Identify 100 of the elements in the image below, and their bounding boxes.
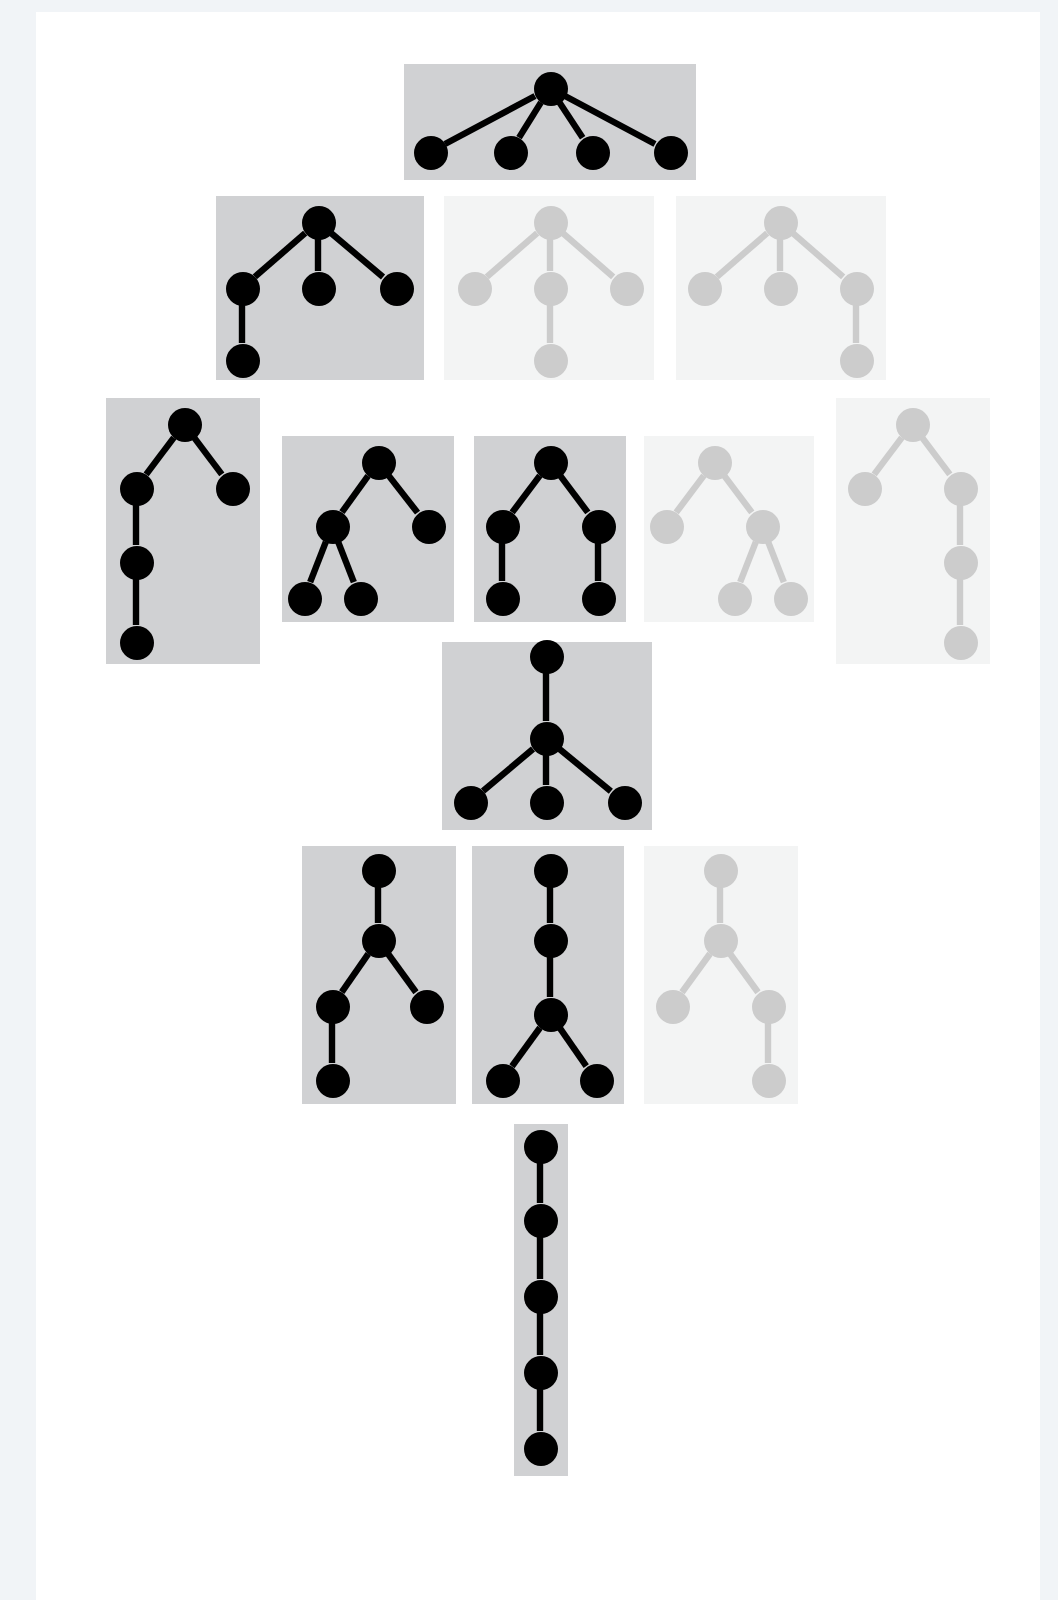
tree-vertex — [225, 343, 259, 377]
tree-vertex — [167, 407, 201, 441]
tree-vertex — [485, 581, 519, 615]
tree-vertex — [839, 343, 873, 377]
tree-edge — [546, 305, 554, 343]
tree-edge — [776, 239, 784, 271]
tree-edge — [314, 239, 322, 271]
tree-vertex — [533, 71, 567, 105]
tree-edge — [716, 887, 724, 923]
tree-edge — [563, 93, 657, 147]
tree-vertex — [943, 545, 977, 579]
tree-edge — [557, 473, 591, 515]
tree-edge — [339, 473, 371, 515]
tree-vertex — [315, 1063, 349, 1097]
tree-edge — [557, 1026, 589, 1068]
tree-vertex — [943, 471, 977, 505]
tree-edge — [307, 540, 329, 584]
tree-vertex — [533, 923, 567, 957]
tree-vertex — [523, 1431, 557, 1465]
tree-vertex — [529, 721, 563, 755]
tree-vertex — [119, 471, 153, 505]
tree-panel — [676, 196, 886, 380]
tree-vertex — [575, 135, 609, 169]
tree-vertex — [649, 509, 683, 543]
tree-vertex — [895, 407, 929, 441]
tree-edge — [790, 230, 846, 280]
tree-vertex — [361, 923, 395, 957]
tree-vertex — [773, 581, 807, 615]
tree-edge — [557, 746, 613, 794]
tree-edge — [871, 435, 905, 477]
tree-edge — [560, 230, 616, 280]
tree-vertex — [119, 625, 153, 659]
tree-vertex — [745, 509, 779, 543]
tree-edge — [546, 887, 554, 923]
tree-panel — [514, 1124, 568, 1476]
tree-edge — [536, 1237, 544, 1279]
tree-panel — [472, 846, 624, 1104]
tree-edge — [385, 951, 419, 995]
tree-vertex — [581, 509, 615, 543]
tree-vertex — [653, 135, 687, 169]
tree-vertex — [287, 581, 321, 615]
tree-vertex — [697, 445, 731, 479]
tree-edge — [328, 230, 386, 280]
tree-vertex — [523, 1279, 557, 1313]
tree-edge — [721, 473, 755, 515]
tree-edge — [443, 93, 537, 147]
tree-edge — [919, 435, 953, 477]
tree-vertex — [301, 205, 335, 239]
tree-edge — [546, 957, 554, 997]
tree-edge — [714, 230, 770, 280]
tree-edge — [536, 1389, 544, 1431]
tree-vertex — [453, 785, 487, 819]
tree-vertex — [361, 853, 395, 887]
tree-vertex — [493, 135, 527, 169]
tree-vertex — [529, 639, 563, 673]
tree-edge — [484, 230, 540, 280]
tree-vertex — [215, 471, 249, 505]
tree-panel — [644, 436, 814, 622]
tree-vertex — [119, 545, 153, 579]
tree-vertex — [413, 135, 447, 169]
tree-vertex — [533, 343, 567, 377]
tree-vertex — [751, 989, 785, 1023]
tree-edge — [252, 230, 308, 280]
tree-panel — [106, 398, 260, 664]
tree-vertex — [409, 989, 443, 1023]
tree-vertex — [943, 625, 977, 659]
tree-vertex — [315, 989, 349, 1023]
tree-vertex — [533, 853, 567, 887]
tree-edge — [509, 1025, 543, 1069]
tree-edge — [764, 1023, 772, 1063]
tree-vertex — [533, 205, 567, 239]
tree-edge — [374, 887, 382, 923]
tree-panel — [836, 398, 990, 664]
tree-edge — [516, 100, 544, 140]
tree-edge — [556, 100, 586, 140]
tree-vertex — [533, 445, 567, 479]
tree-edge — [852, 305, 860, 343]
tree-vertex — [847, 471, 881, 505]
tree-edge — [385, 473, 421, 515]
tree-edge — [339, 952, 371, 994]
tree-vertex — [703, 853, 737, 887]
tree-vertex — [533, 997, 567, 1031]
tree-panel — [404, 64, 696, 180]
tree-panel — [216, 196, 424, 380]
tree-vertex — [523, 1355, 557, 1389]
tree-vertex — [763, 271, 797, 305]
tree-edge — [727, 951, 761, 995]
tree-edge — [132, 579, 140, 625]
tree-vertex — [763, 205, 797, 239]
tree-edge — [542, 673, 550, 721]
tree-panel — [474, 436, 626, 622]
tree-edge — [594, 543, 602, 581]
tree-edge — [509, 473, 543, 515]
tree-vertex — [523, 1129, 557, 1163]
tree-panel — [282, 436, 454, 622]
tree-vertex — [529, 785, 563, 819]
tree-vertex — [361, 445, 395, 479]
tree-edge — [679, 951, 713, 995]
tree-edge — [536, 1163, 544, 1203]
tree-edge — [132, 505, 140, 545]
